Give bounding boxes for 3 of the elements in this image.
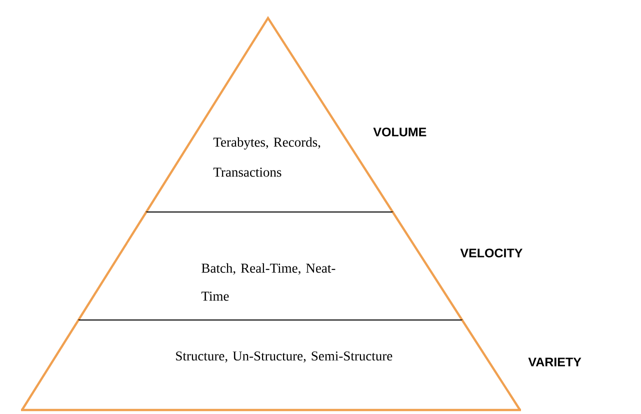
band-label: VARIETY — [528, 358, 582, 366]
pyramid-band: Structure, Un-Structure, Semi-Structure — [21, 319, 521, 412]
band-label: VOLUME — [373, 128, 426, 136]
